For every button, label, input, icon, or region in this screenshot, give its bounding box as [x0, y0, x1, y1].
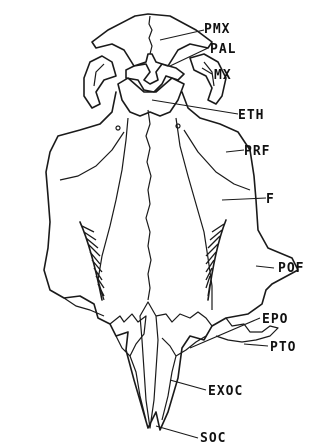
leader-pof: [256, 266, 274, 268]
label-epo: EPO: [262, 312, 288, 327]
label-eth: ETH: [238, 108, 264, 123]
leader-prf: [226, 150, 244, 152]
palatine-bone: [126, 64, 184, 92]
label-exoc: EXOC: [208, 384, 243, 399]
leader-pto: [244, 344, 268, 346]
left-orbit: [80, 222, 104, 300]
leader-eth: [152, 100, 238, 114]
leader-epo: [190, 318, 260, 348]
left-foramen: [116, 126, 120, 130]
leader-pmx: [160, 30, 204, 40]
label-pof: POF: [278, 261, 304, 276]
right-prefrontal-suture: [184, 130, 250, 190]
label-prf: PRF: [244, 144, 270, 159]
left-maxilla-bone: [84, 56, 116, 108]
premaxilla-bone: [92, 14, 212, 66]
label-mx: MX: [214, 68, 232, 83]
frontal-midline-suture: [146, 110, 151, 300]
leader-soc: [156, 426, 198, 438]
label-pto: PTO: [270, 340, 296, 355]
right-orbit: [206, 220, 226, 300]
left-prefrontal-suture: [60, 132, 124, 180]
label-pmx: PMX: [204, 22, 230, 37]
label-soc: SOC: [200, 431, 226, 446]
label-pal: PAL: [210, 42, 236, 57]
leader-pal: [170, 48, 208, 66]
right-epiotic-plate: [156, 312, 212, 356]
premaxilla-midline-suture: [149, 16, 152, 54]
left-postfrontal-suture: [64, 298, 104, 316]
label-f: F: [266, 192, 275, 207]
left-frontal-contour: [98, 118, 128, 300]
leader-f: [222, 198, 266, 200]
